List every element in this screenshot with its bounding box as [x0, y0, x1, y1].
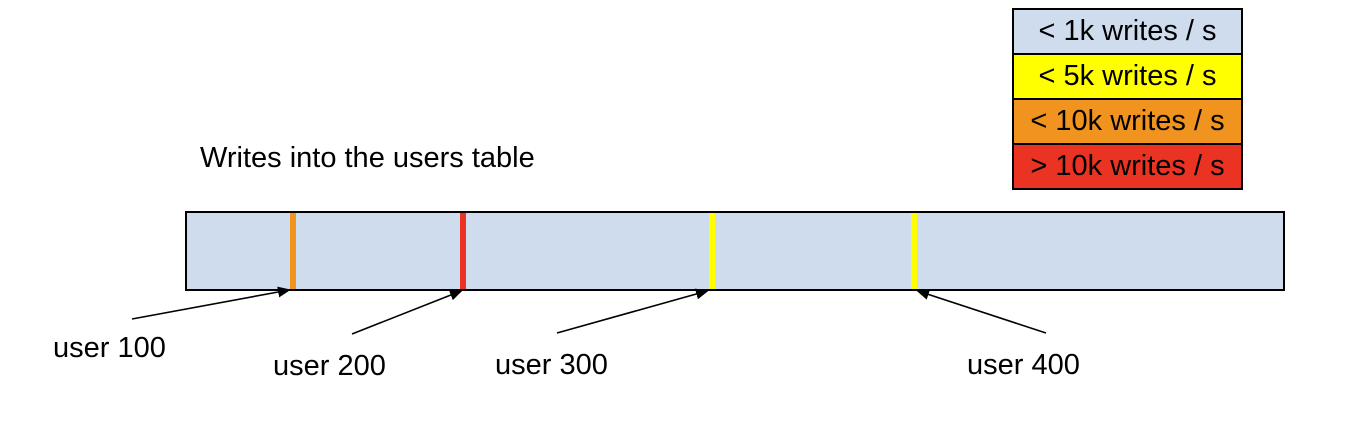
- legend: < 1k writes / s < 5k writes / s < 10k writ…: [1012, 8, 1243, 190]
- user-label-user-300: user 300: [495, 349, 608, 381]
- write-marker-user-400: [911, 213, 917, 289]
- arrow-user-200: [351, 289, 463, 335]
- arrow-user-100: [131, 286, 291, 320]
- user-label-user-200: user 200: [273, 350, 386, 382]
- legend-item-label: < 5k writes / s: [1038, 60, 1217, 92]
- legend-item-label: > 10k writes / s: [1030, 150, 1225, 182]
- legend-item-red: > 10k writes / s: [1012, 143, 1243, 190]
- legend-item-yellow: < 5k writes / s: [1012, 53, 1243, 100]
- legend-item-label: < 10k writes / s: [1030, 105, 1225, 137]
- users-table-band: [185, 211, 1285, 291]
- write-marker-user-200: [460, 213, 466, 289]
- arrow-user-300: [556, 288, 709, 334]
- legend-item-orange: < 10k writes / s: [1012, 98, 1243, 145]
- legend-item-blue: < 1k writes / s: [1012, 8, 1243, 55]
- legend-item-label: < 1k writes / s: [1038, 15, 1217, 47]
- arrow-user-400: [916, 289, 1047, 334]
- diagram-title: Writes into the users table: [200, 142, 535, 174]
- write-marker-user-100: [290, 213, 296, 289]
- user-label-user-400: user 400: [967, 349, 1080, 381]
- user-label-user-100: user 100: [53, 332, 166, 364]
- write-marker-user-300: [709, 213, 715, 289]
